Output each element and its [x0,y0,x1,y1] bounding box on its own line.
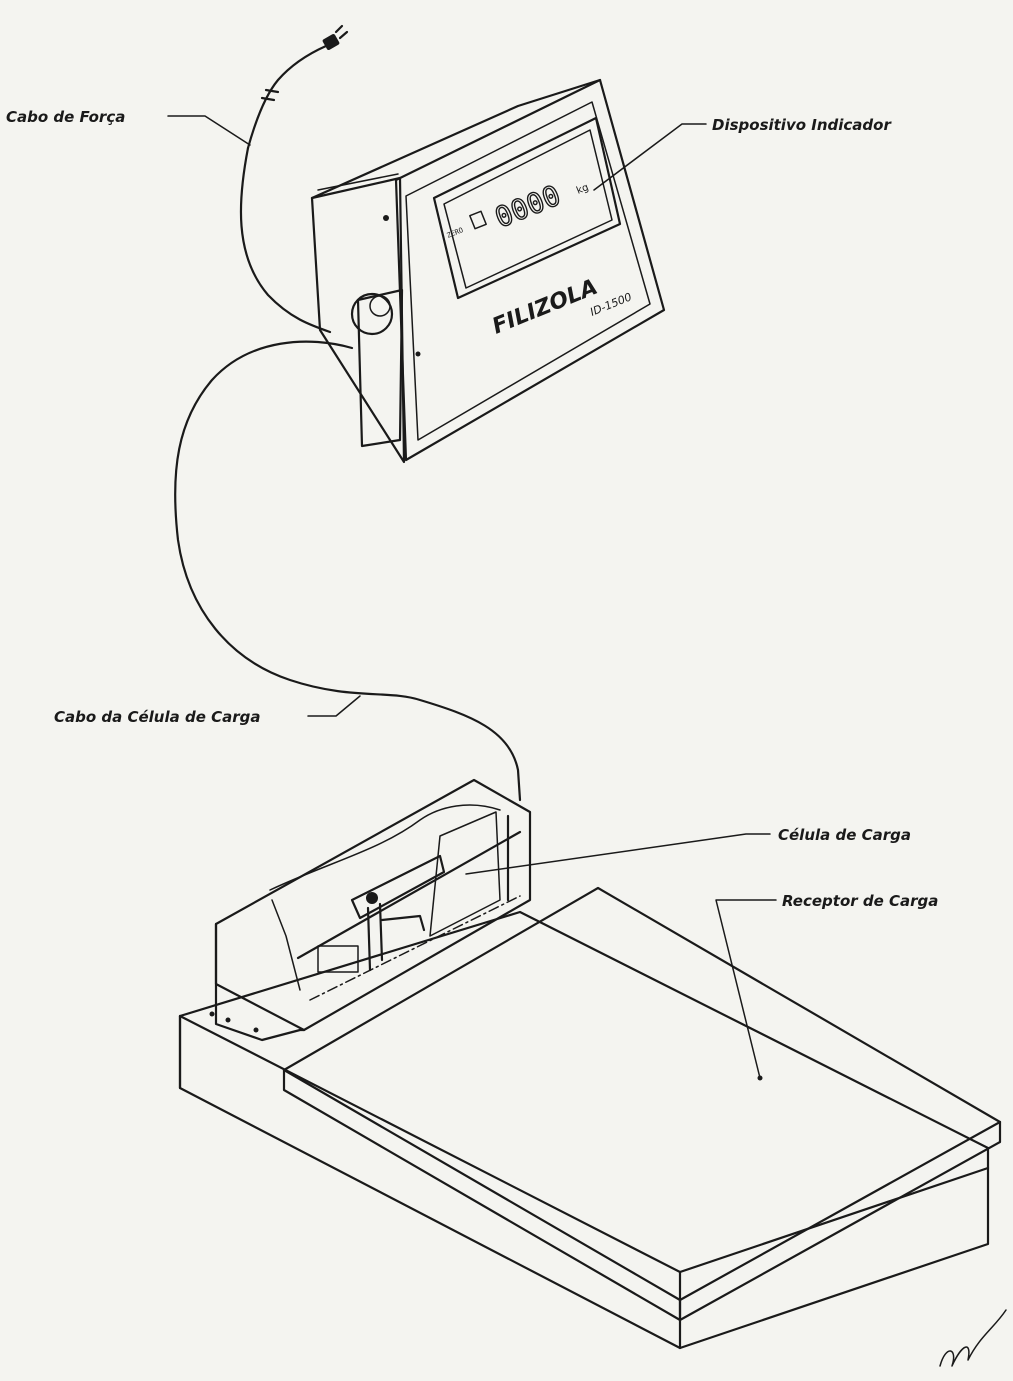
leader-load-cell [465,833,771,875]
plug-icon [322,24,349,50]
label-indicator-device: Dispositivo Indicador [712,116,892,134]
indicator-device: ZERO 0000 kg FILIZOLA ID-1500 [310,78,666,464]
zero-label: ZERO [446,226,465,240]
leader-load-cell-cable [307,695,361,717]
signature [939,1309,1007,1367]
knob-icon [350,292,394,336]
label-power-cable: Cabo de Força [6,108,125,126]
scale-base [178,886,1002,1350]
brand-logo: FILIZOLA [489,275,601,340]
leader-lines [167,115,777,1079]
display-readout: 0000 [490,179,565,235]
label-load-cell: Célula de Carga [778,826,911,844]
load-cell-housing [209,778,532,1042]
label-load-cell-cable: Cabo da Célula de Carga [54,708,260,726]
leader-indicator [593,123,707,191]
leader-load-receiver [715,899,777,1079]
power-cable [239,24,349,334]
load-cell-cable [174,340,522,802]
leader-power-cable [167,115,251,146]
display-unit: kg [575,182,590,197]
label-load-receiver: Receptor de Carga [782,892,938,910]
